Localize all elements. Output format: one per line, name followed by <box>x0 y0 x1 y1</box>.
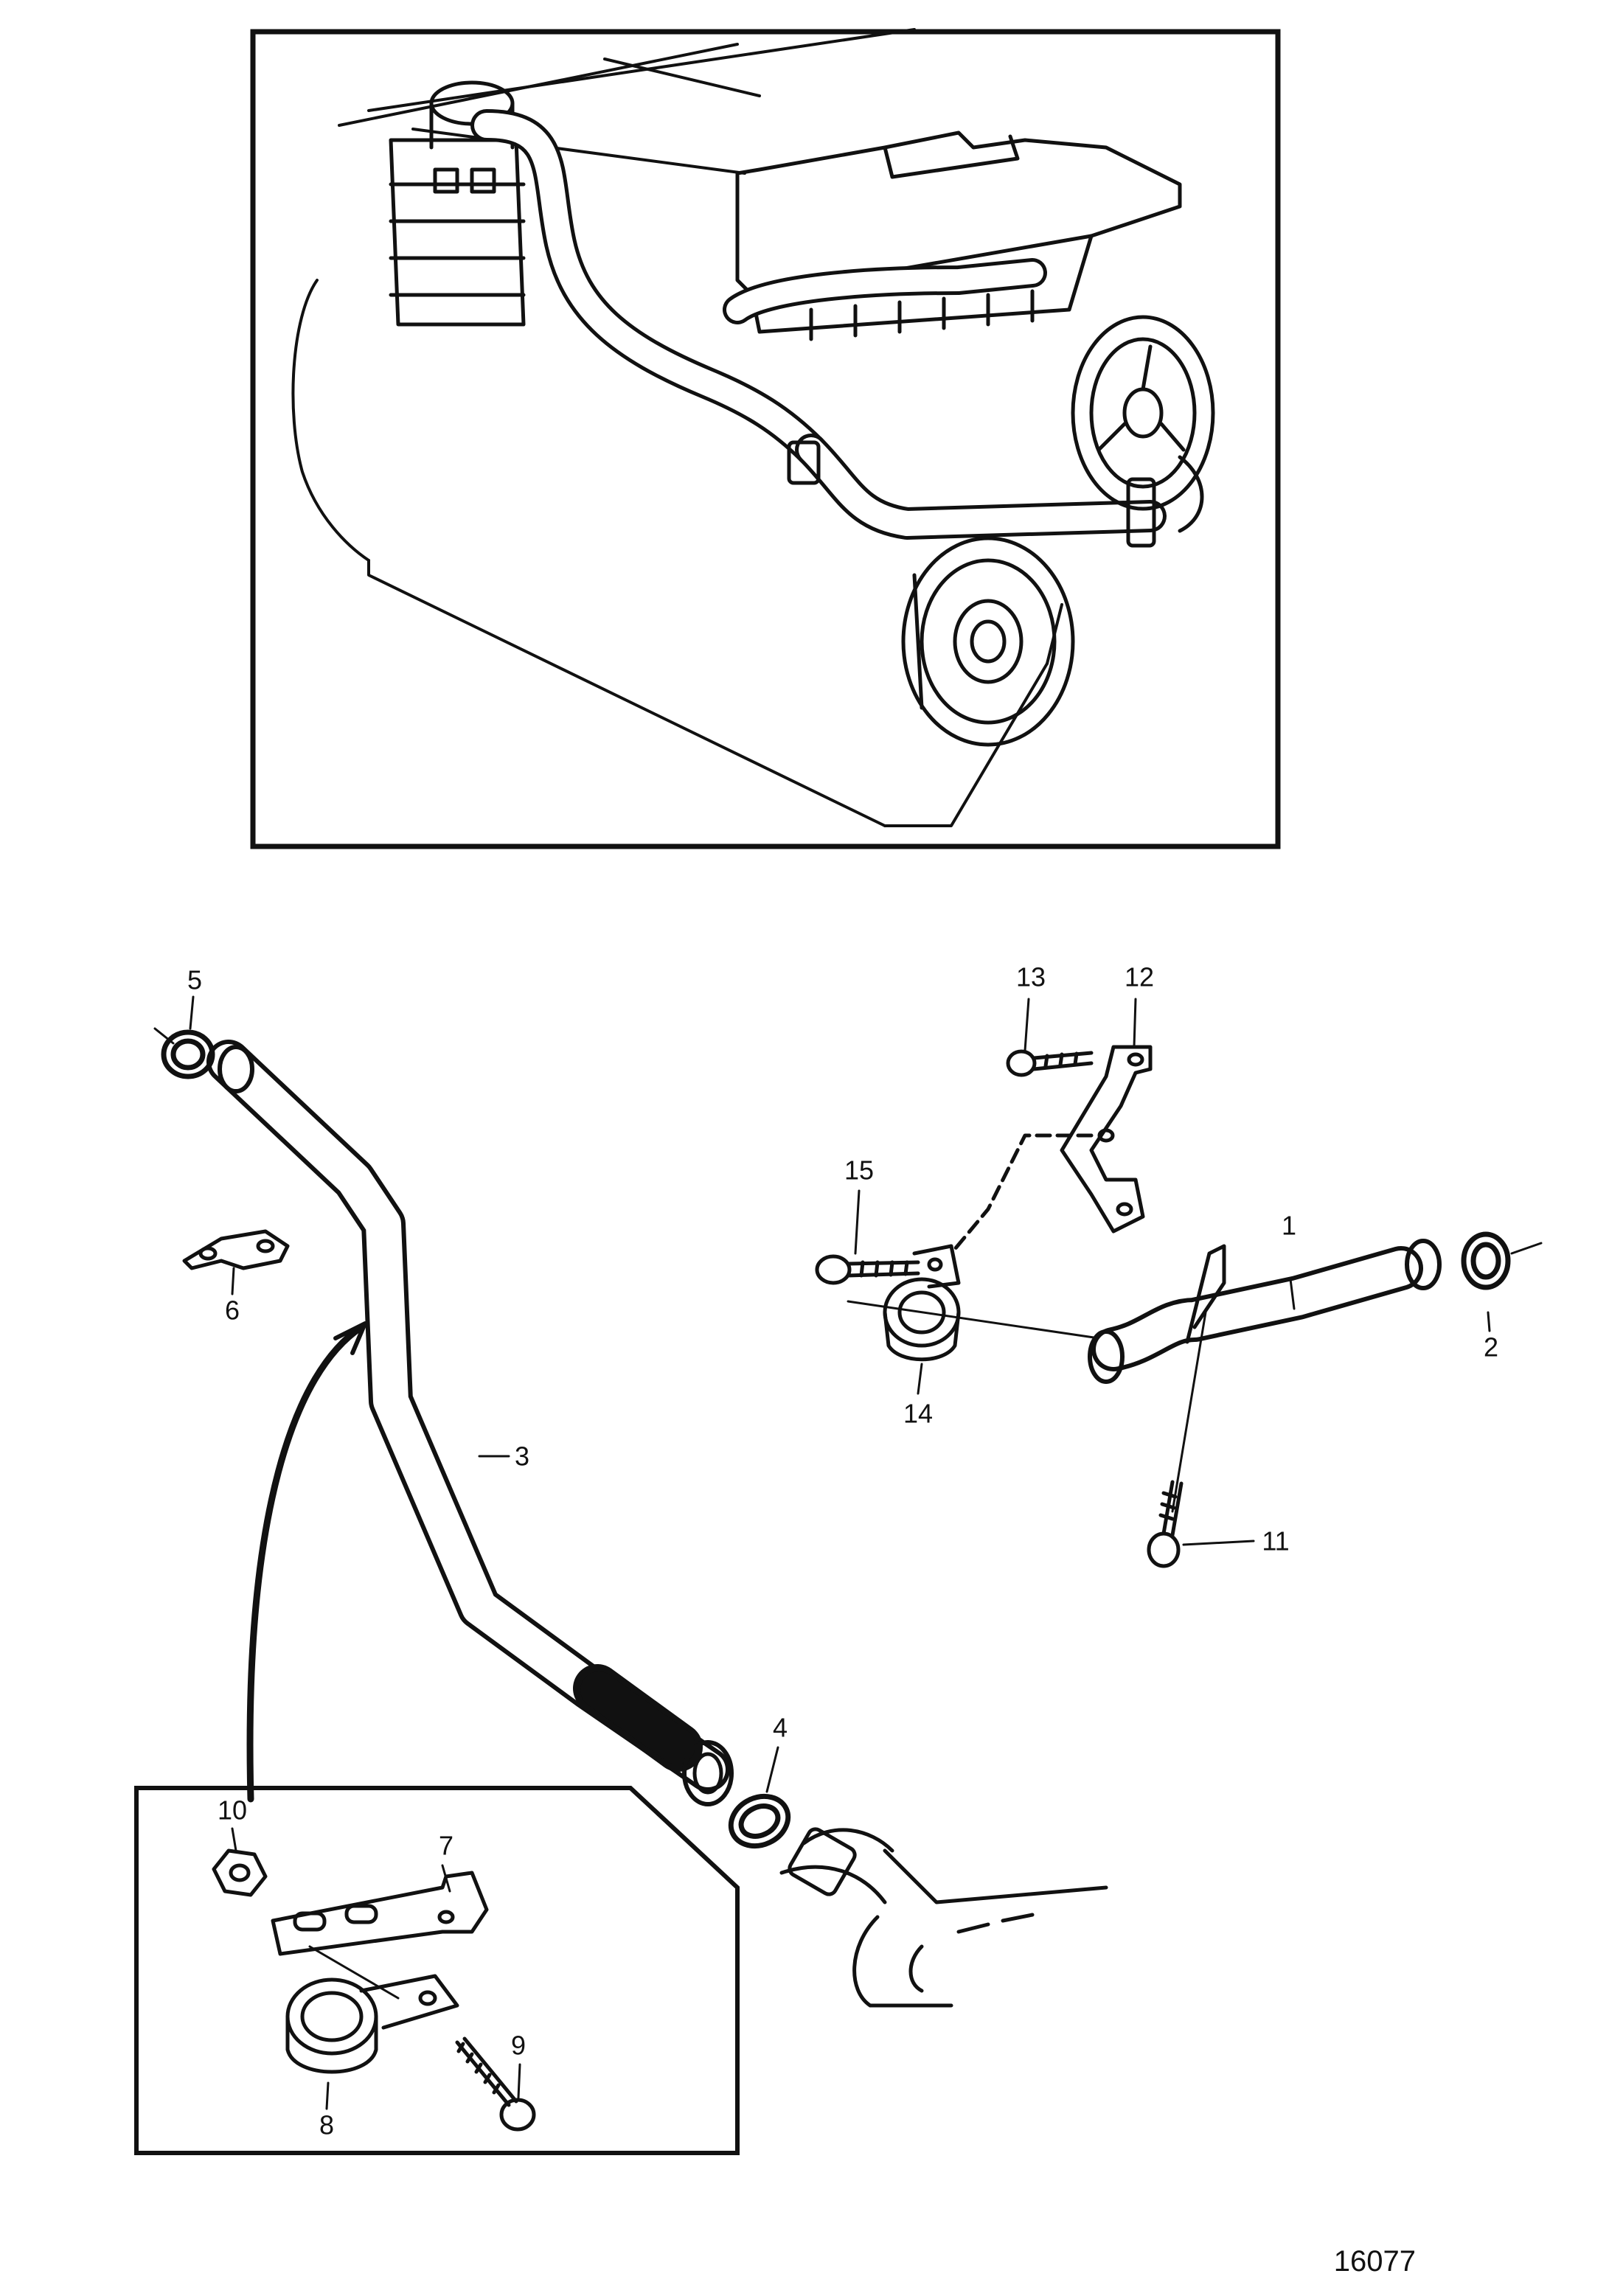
screw-part-9 <box>455 2036 536 2132</box>
breather-hose-part-3 <box>206 1040 734 1806</box>
screw-part-11 <box>1147 1311 1207 1568</box>
callout-14: 14 <box>903 1399 933 1429</box>
clamp-part-8 <box>285 1974 459 2074</box>
callout-9: 9 <box>511 2031 526 2061</box>
clamp-detail-panel <box>134 1786 740 2155</box>
overview-clamp <box>787 440 1156 548</box>
screw-part-15 <box>815 1254 920 1285</box>
engine-block <box>291 28 1063 827</box>
callout-1: 1 <box>1282 1211 1296 1241</box>
callout-12: 12 <box>1125 962 1154 992</box>
callout-leaders <box>189 995 1491 2110</box>
callout-7: 7 <box>439 1831 453 1861</box>
upper-pulley <box>1071 315 1215 533</box>
figure-number: 16077 <box>1334 2245 1416 2278</box>
engine-hose-connection <box>779 1827 1108 2008</box>
clamp-part-14 <box>883 1244 961 1362</box>
nut-part-10 <box>212 1848 268 1897</box>
callout-2: 2 <box>1484 1332 1498 1363</box>
bracket-part-6 <box>182 1229 290 1270</box>
callout-labels: 1 2 3 4 5 6 7 8 9 10 11 12 13 14 15 <box>187 962 1498 2140</box>
detail-arrow <box>246 1321 367 1803</box>
callout-4: 4 <box>773 1713 788 1743</box>
engine-overview-panel <box>250 28 1281 849</box>
lower-pulley <box>901 536 1075 747</box>
callout-6: 6 <box>225 1295 240 1326</box>
callout-5: 5 <box>187 965 202 995</box>
screw-part-13 <box>1006 1049 1094 1077</box>
o-ring-part-5 <box>153 1027 215 1079</box>
callout-11: 11 <box>1262 1526 1289 1556</box>
valve-cover <box>735 131 1182 341</box>
overview-breather-hose <box>470 109 1167 540</box>
bracket-part-12 <box>1060 1045 1153 1234</box>
callout-13: 13 <box>1016 962 1046 992</box>
callout-8: 8 <box>319 2110 334 2140</box>
callout-10: 10 <box>218 1795 247 1826</box>
bracket-part-7 <box>271 1871 489 1956</box>
pipe-part-1 <box>1088 1239 1442 1384</box>
callout-15: 15 <box>844 1155 874 1186</box>
o-ring-part-4 <box>728 1793 791 1849</box>
o-ring-part-2 <box>1461 1231 1543 1290</box>
callout-3: 3 <box>515 1441 529 1472</box>
